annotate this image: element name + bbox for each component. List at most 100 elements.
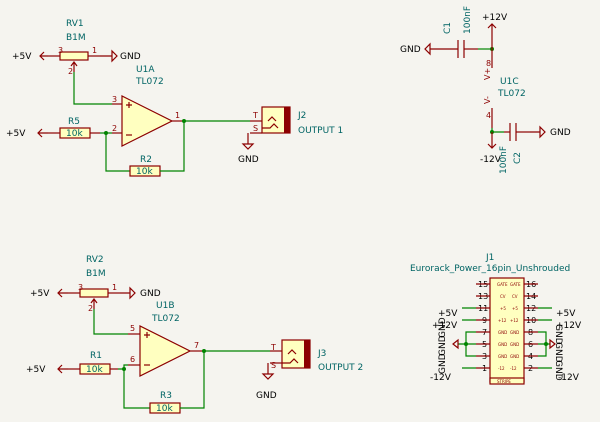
- rv1-gnd-label: GND: [120, 52, 141, 62]
- u1c-value: TL072: [497, 89, 526, 99]
- j1-left-power: +5V +12V -12V GND GND GND: [430, 309, 458, 383]
- rv2-gnd-label: GND: [140, 289, 161, 299]
- r1-value: 10k: [86, 365, 103, 375]
- plus12v-top-symbol: +12V: [482, 13, 508, 49]
- j1-left-gnd-3: GND: [438, 353, 448, 374]
- j3-gnd-symbol: GND: [256, 363, 277, 401]
- c2-gnd-label: GND: [550, 128, 571, 138]
- rv1-pin3: 3: [58, 46, 63, 55]
- j1-right-plus12v: +12V: [556, 321, 582, 331]
- j1-inner-left-6: GND: [498, 354, 507, 359]
- rv1-ref: RV1: [66, 19, 84, 29]
- j1-inner-right-6: GND: [510, 354, 519, 359]
- wire-u1a-feedback-right: [160, 121, 185, 172]
- u1c-pin4: 4: [486, 111, 491, 120]
- j3-tip: T: [270, 343, 276, 352]
- j1-inner-left-2: +5: [500, 306, 506, 311]
- j3-jack: T S J3 OUTPUT 2: [270, 339, 363, 373]
- c2-gnd-symbol: GND: [530, 125, 571, 139]
- j1-eurorack-header: J1 Eurorack_Power_16pin_Unshrouded STRIP…: [410, 253, 570, 385]
- rv1-plus5v-symbol: +5V: [12, 51, 48, 62]
- u1c-power-unit: 8 4 V+ V- U1C TL072: [483, 49, 526, 128]
- j1-left-gnd-2: GND: [438, 335, 448, 356]
- j1-inner-left-1: CV: [500, 294, 506, 299]
- u1b-ref: U1B: [156, 301, 175, 311]
- wire-u1a-feedback-left: [105, 133, 130, 172]
- rv1-potentiometer: RV1 B1M 3 1 2: [48, 19, 100, 76]
- j3-gnd-label: GND: [256, 391, 277, 401]
- j1-right-gnd-1: GND: [553, 324, 563, 345]
- rv1-value: B1M: [66, 33, 86, 43]
- rv2-plus5v-label: +5V: [30, 289, 50, 299]
- c1-gnd-label: GND: [400, 45, 421, 55]
- j2-sleeve: S: [253, 124, 258, 133]
- u1a-pin3: 3: [112, 95, 117, 104]
- j1-ref: J1: [485, 253, 494, 263]
- c2-ref: C2: [513, 152, 523, 164]
- j1-right-plus5v: +5V: [556, 309, 576, 319]
- j1-inner-left-7: -12: [498, 366, 505, 371]
- j2-jack: T S J2 OUTPUT 1: [252, 106, 343, 136]
- j2-gnd-label: GND: [238, 155, 259, 165]
- j1-inner-left-0: GATE: [497, 282, 508, 287]
- r5-resistor: R5 10k: [48, 117, 100, 139]
- j1-left-minus12v: -12V: [430, 373, 452, 383]
- u1c-vplus: V+: [483, 68, 492, 80]
- j1-right-power: +5V +12V -12V GND GND GND: [553, 309, 582, 383]
- plus12v-top-label: +12V: [482, 13, 508, 23]
- r5-ref: R5: [68, 117, 80, 127]
- c1-ref: C1: [443, 22, 453, 34]
- wire-rv2-u1b: [93, 309, 128, 335]
- j2-tip: T: [252, 111, 258, 120]
- r5-value: 10k: [66, 129, 83, 139]
- j1-inner-right-4: GND: [510, 330, 519, 335]
- rv1-gnd-symbol: GND: [100, 49, 141, 63]
- rv1-plus5v-label: +5V: [12, 52, 32, 62]
- r1-plus5v-label: +5V: [26, 365, 46, 375]
- r2-resistor: R2 10k: [129, 155, 161, 177]
- j1-right-minus12v: -12V: [558, 373, 580, 383]
- rv2-ref: RV2: [86, 255, 104, 265]
- u1b-value: TL072: [151, 314, 180, 324]
- rv2-pin1: 1: [112, 283, 117, 292]
- j1-inner-left-3: +12: [498, 318, 507, 323]
- wire-u1b-feedback-right: [180, 351, 205, 409]
- rv1-pin1: 1: [92, 46, 97, 55]
- j1-left-plus5v: +5V: [438, 309, 458, 319]
- u1a-ref: U1A: [136, 65, 155, 75]
- r5-plus5v-symbol: +5V: [6, 128, 48, 139]
- r5-plus5v-label: +5V: [6, 129, 26, 139]
- u1b-opamp: U1B TL072 5 6 7: [130, 301, 199, 377]
- j1-inner-left-4: GND: [498, 330, 507, 335]
- u1a-value: TL072: [135, 77, 164, 87]
- u1a-pin1: 1: [175, 111, 180, 120]
- j1-left-wires: [458, 307, 476, 369]
- r3-ref: R3: [160, 391, 172, 401]
- j1-inner-right-5: GND: [510, 342, 519, 347]
- j1-right-gnd-3: GND: [553, 360, 563, 381]
- j1-left-gnd-1: GND: [438, 317, 448, 338]
- r2-value: 10k: [136, 167, 153, 177]
- r2-ref: R2: [140, 155, 152, 165]
- j1-inner-right-1: CV: [512, 294, 518, 299]
- r1-plus5v-symbol: +5V: [26, 364, 68, 375]
- u1c-vminus: V-: [483, 96, 492, 104]
- r1-resistor: R1 10k: [68, 351, 118, 375]
- u1a-opamp: U1A TL072 3 2 1: [112, 65, 180, 147]
- rv2-plus5v-symbol: +5V: [30, 288, 68, 299]
- u1b-pin6: 6: [130, 355, 135, 364]
- j1-inner-right-2: +5: [512, 306, 518, 311]
- j3-value: OUTPUT 2: [318, 363, 363, 373]
- c1-gnd-symbol: GND: [400, 42, 440, 56]
- j3-sleeve: S: [271, 361, 276, 370]
- j1-inner-right-3: +12: [510, 318, 519, 323]
- c1-value: 100nF: [463, 6, 473, 34]
- j1-inner-right-7: -12: [510, 366, 517, 371]
- minus12v-top-symbol: -12V: [480, 132, 502, 165]
- c2-capacitor: C2 100nF: [499, 123, 530, 174]
- wire-u1b-feedback-left: [123, 369, 150, 409]
- r3-value: 10k: [156, 404, 173, 414]
- c1-capacitor: C1 100nF: [440, 6, 478, 58]
